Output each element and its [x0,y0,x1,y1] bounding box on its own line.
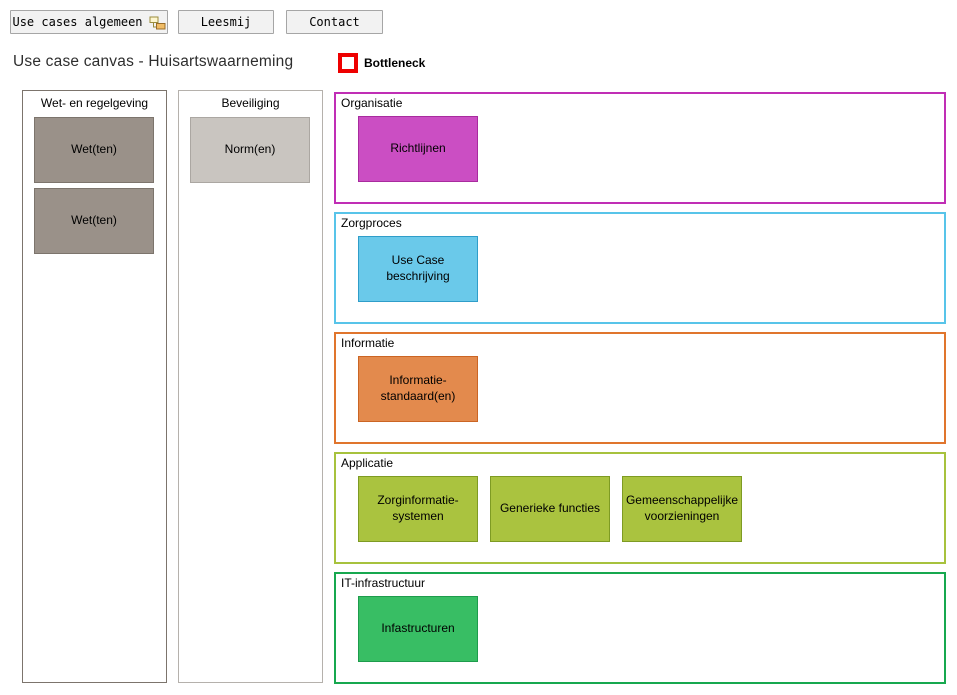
bottleneck-label: Bottleneck [364,56,426,70]
contact-button[interactable]: Contact [286,10,383,34]
box-informatiestandaarden[interactable]: Informatie-standaard(en) [358,356,478,422]
box-normen[interactable]: Norm(en) [190,117,310,183]
section-applicatie: Applicatie Zorginformatie-systemen Gener… [334,452,946,564]
section-organisatie-title: Organisatie [341,96,403,110]
bottleneck-marker-icon [338,53,358,73]
section-it-infrastructuur: IT-infrastructuur Infastructuren [334,572,946,684]
box-wetten-1[interactable]: Wet(ten) [34,117,154,183]
box-infastructuren[interactable]: Infastructuren [358,596,478,662]
section-informatie: Informatie Informatie-standaard(en) [334,332,946,444]
section-informatie-title: Informatie [341,336,395,350]
section-it-infrastructuur-title: IT-infrastructuur [341,576,426,590]
leesmij-button[interactable]: Leesmij [178,10,274,34]
org-chart-icon [149,16,166,30]
section-applicatie-title: Applicatie [341,456,394,470]
panel-wet-en-regelgeving: Wet- en regelgeving Wet(ten) Wet(ten) [22,90,167,683]
section-organisatie: Organisatie Richtlijnen [334,92,946,204]
panel-beveiliging-title: Beveiliging [221,96,280,110]
bottleneck-legend: Bottleneck [338,53,425,73]
box-zorginformatiesystemen[interactable]: Zorginformatie-systemen [358,476,478,542]
section-zorgproces: Zorgproces Use Case beschrijving [334,212,946,324]
use-cases-algemeen-button[interactable]: Use cases algemeen [10,10,168,34]
page-title: Use case canvas - Huisartswaarneming [13,53,294,70]
panel-wet-title: Wet- en regelgeving [40,96,149,110]
box-wetten-2[interactable]: Wet(ten) [34,188,154,254]
box-use-case-beschrijving[interactable]: Use Case beschrijving [358,236,478,302]
section-zorgproces-title: Zorgproces [341,216,402,230]
box-gemeenschappelijke-voorzieningen[interactable]: Gemeenschappelijke voorzieningen [622,476,742,542]
box-richtlijnen[interactable]: Richtlijnen [358,116,478,182]
panel-beveiliging: Beveiliging Norm(en) [178,90,323,683]
box-generieke-functies[interactable]: Generieke functies [490,476,610,542]
use-cases-algemeen-label: Use cases algemeen [12,15,143,29]
